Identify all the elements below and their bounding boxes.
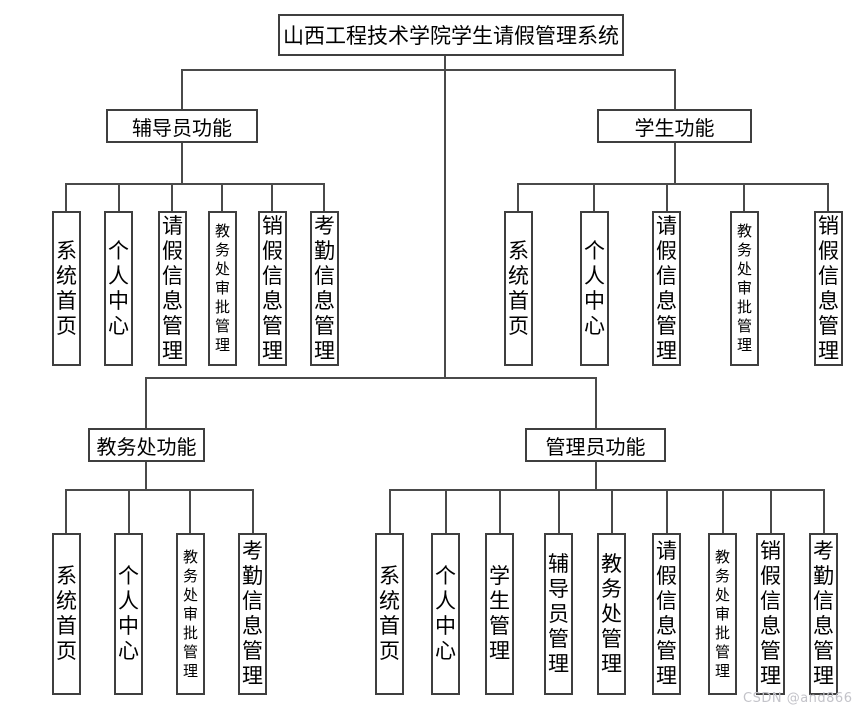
branch-admin: 管理员功能 [525,428,666,462]
connector-line [666,184,668,211]
root-node: 山西工程技术学院学生请假管理系统 [278,14,624,56]
connector-line [743,184,745,211]
leaf-node: 个人中心 [431,533,460,695]
connector-line [593,184,595,211]
leaf-node: 教务处审批管理 [730,211,759,366]
connector-line [770,490,772,533]
connector-line [389,489,825,491]
leaf-node: 个人中心 [580,211,609,366]
leaf-node: 销假信息管理 [756,533,785,695]
connector-line [189,490,191,533]
leaf-node: 系统首页 [504,211,533,366]
connector-line [65,183,325,185]
watermark: CSDN @and866 [743,691,853,706]
leaf-node: 个人中心 [114,533,143,695]
connector-line [517,183,829,185]
connector-line [499,490,501,533]
connector-line [145,377,597,379]
leaf-node: 系统首页 [52,211,81,366]
connector-line [444,70,446,378]
connector-line [323,184,325,211]
leaf-node: 销假信息管理 [814,211,843,366]
connector-line [118,184,120,211]
branch-counselor: 辅导员功能 [106,109,258,143]
connector-line [517,184,519,211]
leaf-node: 考勤信息管理 [809,533,838,695]
connector-line [221,184,223,211]
connector-line [666,490,668,533]
leaf-node: 教务处审批管理 [208,211,237,366]
connector-line [722,490,724,533]
connector-line [252,490,254,533]
leaf-node: 销假信息管理 [258,211,287,366]
leaf-node: 教务处审批管理 [708,533,737,695]
connector-line [595,462,597,490]
connector-line [827,184,829,211]
leaf-node: 考勤信息管理 [310,211,339,366]
connector-line [595,378,597,428]
connector-line [171,184,173,211]
connector-line [181,70,183,109]
connector-line [65,184,67,211]
leaf-node: 请假信息管理 [652,211,681,366]
connector-line [823,490,825,533]
leaf-node: 系统首页 [375,533,404,695]
connector-line [271,184,273,211]
leaf-node: 请假信息管理 [158,211,187,366]
connector-line [444,56,446,70]
leaf-node: 教务处审批管理 [176,533,205,695]
leaf-node: 系统首页 [52,533,81,695]
leaf-node: 请假信息管理 [652,533,681,695]
connector-line [611,490,613,533]
connector-line [145,378,147,428]
connector-line [181,143,183,185]
branch-academic-office: 教务处功能 [88,428,205,462]
connector-line [674,70,676,109]
connector-line [65,489,254,491]
connector-line [145,462,147,490]
connector-line [674,143,676,185]
leaf-node: 教务处管理 [597,533,626,695]
leaf-node: 考勤信息管理 [238,533,267,695]
connector-line [558,490,560,533]
connector-line [389,490,391,533]
leaf-node: 辅导员管理 [544,533,573,695]
branch-student: 学生功能 [597,109,752,143]
leaf-node: 个人中心 [104,211,133,366]
connector-line [181,69,676,71]
leaf-node: 学生管理 [485,533,514,695]
connector-line [128,490,130,533]
connector-line [65,490,67,533]
connector-line [445,490,447,533]
